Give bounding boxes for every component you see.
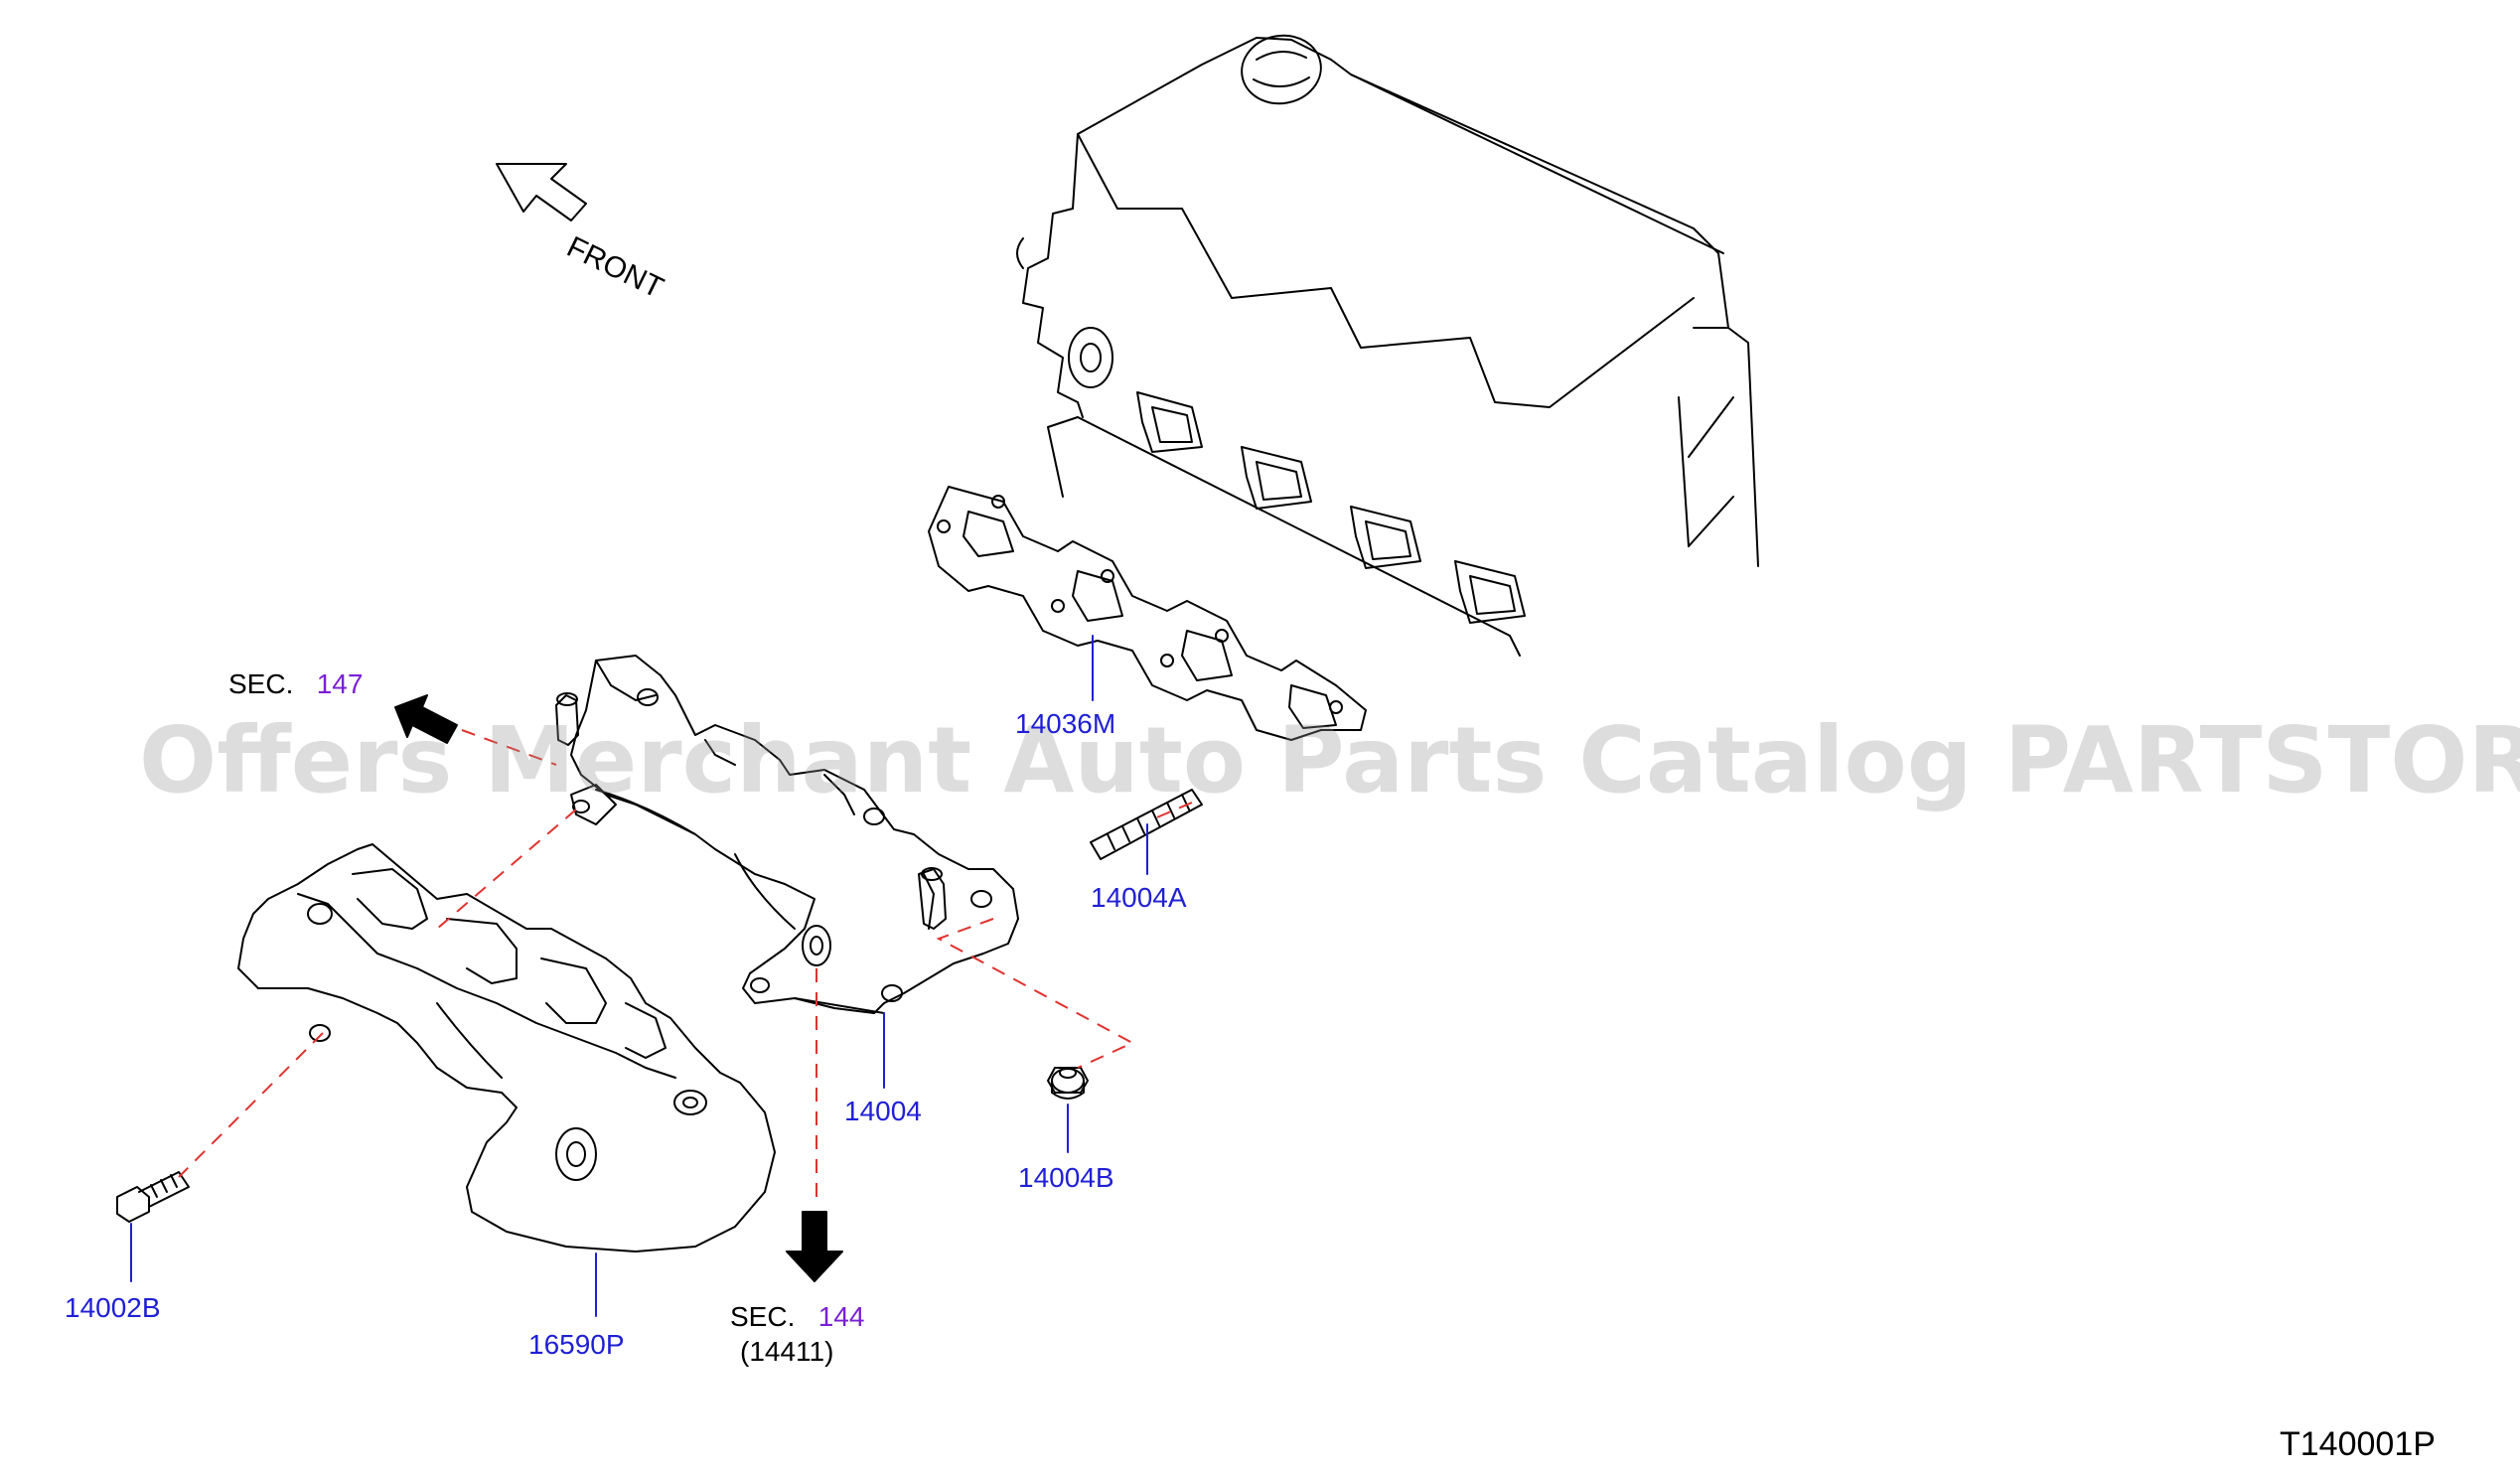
cylinder-head-illustration — [1016, 34, 1759, 657]
part-label-14002b[interactable]: 14002B — [65, 1292, 161, 1323]
sec-147-arrow-icon — [394, 694, 458, 744]
section-144-ref[interactable]: SEC. 144 — [730, 1303, 864, 1331]
section-number[interactable]: 147 — [316, 668, 364, 699]
watermark: Offers Merchant Auto Parts Catalog PARTS… — [139, 707, 2520, 813]
part-label-16590p[interactable]: 16590P — [528, 1329, 625, 1360]
section-144-subref: (14411) — [740, 1336, 834, 1367]
part-label-14004a[interactable]: 14004A — [1091, 882, 1187, 913]
sec-144-arrow-icon — [786, 1211, 843, 1282]
front-arrow-icon — [496, 163, 587, 221]
heat-shield-illustration — [237, 843, 776, 1317]
bolt-14002b-illustration — [116, 1171, 190, 1282]
section-147-ref[interactable]: SEC. 147 — [228, 670, 363, 698]
dashed-leaders — [178, 729, 1193, 1207]
part-label-14036m[interactable]: 14036M — [1015, 708, 1116, 739]
stud-14004a-illustration — [1090, 789, 1203, 875]
gasket-14036m-illustration — [928, 486, 1367, 741]
part-label-14004b[interactable]: 14004B — [1018, 1162, 1114, 1193]
diagram-code: T140001P — [2280, 1425, 2436, 1463]
section-number[interactable]: 144 — [817, 1301, 865, 1332]
nut-14004b-illustration — [1047, 1067, 1089, 1153]
part-label-14004[interactable]: 14004 — [844, 1096, 922, 1126]
section-prefix: SEC. — [228, 668, 294, 699]
section-prefix: SEC. — [730, 1301, 796, 1332]
